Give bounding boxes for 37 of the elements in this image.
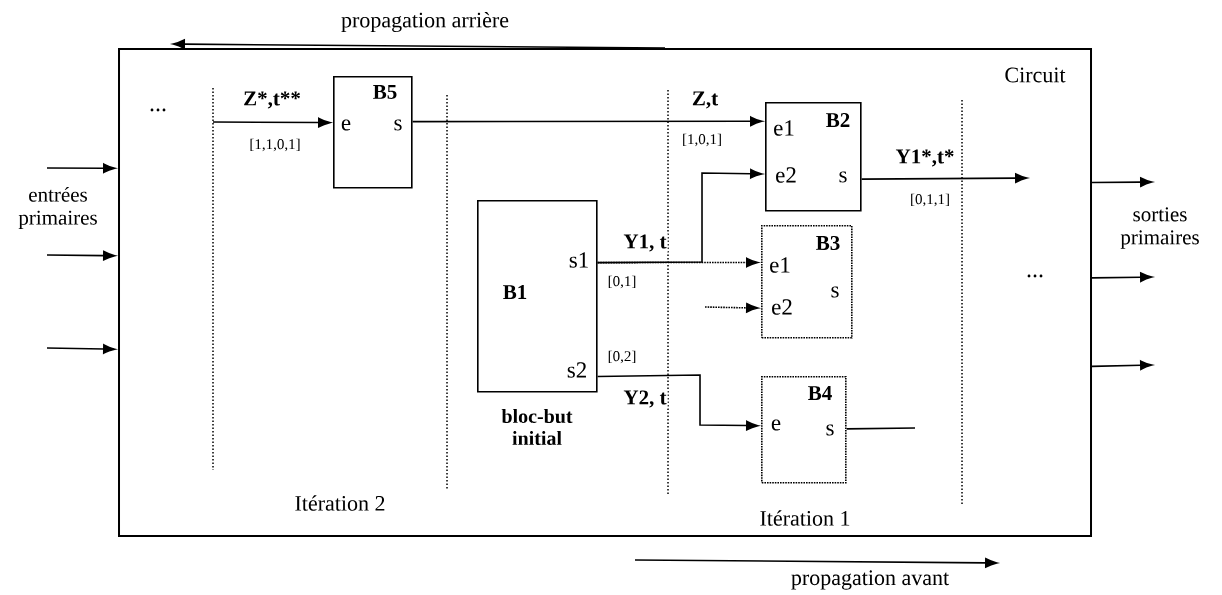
arrow	[212, 117, 331, 128]
text-label: ...	[150, 108, 166, 112]
arrow	[411, 116, 763, 127]
arrow	[1091, 272, 1153, 283]
edge-label: Z,t	[690, 90, 720, 110]
arrow	[596, 257, 759, 268]
text-label: [0,1,1]	[911, 193, 949, 207]
block-box: B3 e1 e2 s	[761, 225, 853, 339]
text-label: sorties primaires	[1120, 207, 1199, 249]
arrow	[704, 302, 759, 313]
text-label: Itération 2	[295, 495, 385, 511]
block-box: B1 s1 s2	[477, 200, 598, 393]
text-label: Itération 1	[760, 510, 850, 526]
arrow	[1091, 360, 1153, 371]
text-label: entrées primaires	[18, 186, 97, 230]
edge-label: Y1*,t*	[894, 148, 956, 168]
edge-label: Y1, t	[622, 233, 668, 253]
block-box: B2 e1 e2 s	[765, 102, 862, 212]
text-label: [1,0,1]	[683, 133, 721, 147]
text-label: [1,1,0,1]	[250, 138, 300, 152]
text-label: ...	[1027, 274, 1043, 278]
arrow	[46, 163, 116, 174]
text-label: [0,2]	[608, 350, 636, 364]
arrow	[596, 168, 763, 264]
text-label: propagation arrière	[341, 11, 509, 33]
arrow	[46, 250, 116, 261]
arrow	[46, 344, 116, 354]
block-box: B5 e s	[333, 76, 413, 189]
arrow	[860, 173, 1028, 183]
text-label: [0,1]	[608, 275, 636, 289]
arrow	[1091, 177, 1153, 188]
edge-label: Z*,t**	[242, 90, 302, 110]
edge-label: Y2, t	[622, 389, 668, 409]
text-label: propagation avant	[791, 570, 949, 590]
arrow	[596, 374, 759, 431]
block-box: B4 e s	[761, 376, 847, 484]
block-caption: bloc-but initial	[501, 408, 573, 446]
